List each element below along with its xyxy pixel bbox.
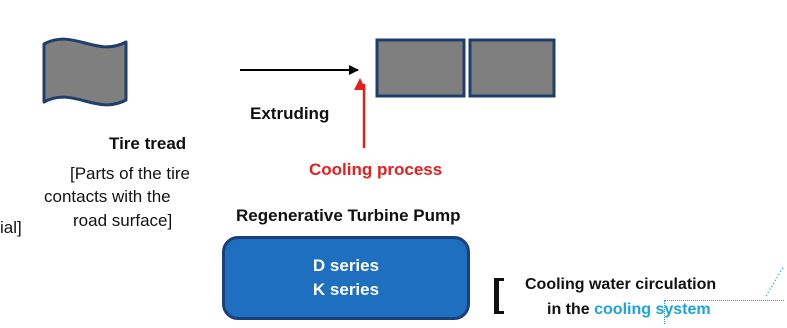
cooling-note-line-2: in the cooling system bbox=[547, 301, 711, 319]
cooling-note-line-1: Cooling water circulation bbox=[525, 276, 717, 293]
cooling-system-label: cooling system bbox=[594, 301, 711, 318]
tire-desc-line-3: road surface] bbox=[73, 211, 173, 230]
cooling-process-label: Cooling process bbox=[309, 160, 443, 179]
cooling-note-dotted-edge bbox=[765, 265, 785, 297]
series-d-label: D series bbox=[312, 256, 380, 275]
tire-desc-line-2: contacts with the bbox=[44, 187, 171, 206]
cooling-note-prefix: in the bbox=[547, 301, 590, 318]
tire-desc-line-1: [Parts of the tire bbox=[70, 164, 190, 183]
open-bracket bbox=[494, 278, 504, 314]
tire-tread-shape bbox=[42, 37, 128, 107]
extruded-tread-piece-1 bbox=[375, 38, 466, 98]
extruding-label: Extruding bbox=[250, 104, 330, 123]
pump-series-box: D series K series bbox=[222, 236, 470, 320]
series-k-label: K series bbox=[312, 280, 380, 299]
extruded-tread-piece-2 bbox=[468, 38, 556, 98]
cooling-system-highlight-box bbox=[664, 300, 784, 324]
pump-title: Regenerative Turbine Pump bbox=[236, 206, 461, 225]
cut-off-text-fragment: ial] bbox=[0, 218, 22, 237]
tire-tread-title: Tire tread bbox=[109, 134, 187, 153]
